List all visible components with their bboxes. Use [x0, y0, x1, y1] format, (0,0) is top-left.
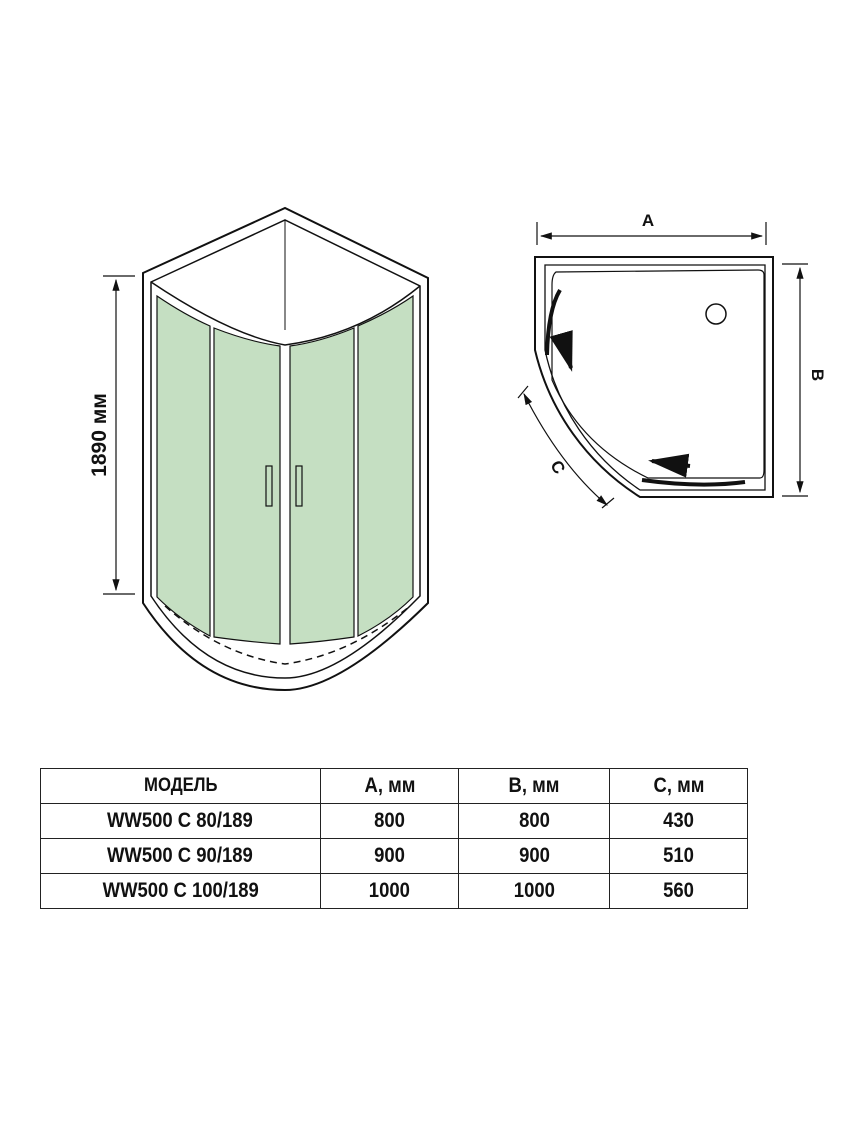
header-model: МОДЕЛЬ — [40, 768, 321, 804]
cell-model: WW500 C 100/189 — [40, 873, 321, 909]
table-row: WW500 C 80/189 800 800 430 — [40, 803, 748, 839]
drawings: 1890 мм A B C — [88, 206, 827, 692]
cell-b: 1000 — [458, 873, 611, 909]
dimensions-table: МОДЕЛЬ A, мм B, мм C, мм WW500 C 80/189 … — [40, 768, 748, 909]
cell-a: 1000 — [319, 873, 460, 909]
glass-panel — [156, 294, 211, 638]
cell-c: 560 — [609, 873, 748, 909]
cell-a: 900 — [319, 838, 460, 874]
table-header-row: МОДЕЛЬ A, мм B, мм C, мм — [40, 768, 748, 804]
shower-front-view — [103, 206, 429, 692]
cell-b: 800 — [458, 803, 611, 839]
header-b: B, мм — [458, 768, 611, 804]
cell-model: WW500 C 90/189 — [40, 838, 321, 874]
glass-panel — [357, 294, 414, 637]
shower-plan-view — [517, 222, 808, 509]
table-row: WW500 C 100/189 1000 1000 560 — [40, 873, 748, 909]
height-dimension-label: 1890 мм — [88, 393, 111, 477]
cell-model: WW500 C 80/189 — [40, 803, 321, 839]
table-row: WW500 C 90/189 900 900 510 — [40, 838, 748, 874]
header-c: C, мм — [609, 768, 748, 804]
glass-panel — [213, 327, 281, 645]
dimension-a-label: A — [642, 211, 654, 230]
glass-panel — [289, 327, 355, 645]
cell-b: 900 — [458, 838, 611, 874]
cell-c: 430 — [609, 803, 748, 839]
header-a: A, мм — [319, 768, 460, 804]
cell-c: 510 — [609, 838, 748, 874]
cell-a: 800 — [319, 803, 460, 839]
dimension-c-label: C — [546, 457, 569, 477]
dimension-b-label: B — [808, 369, 827, 381]
